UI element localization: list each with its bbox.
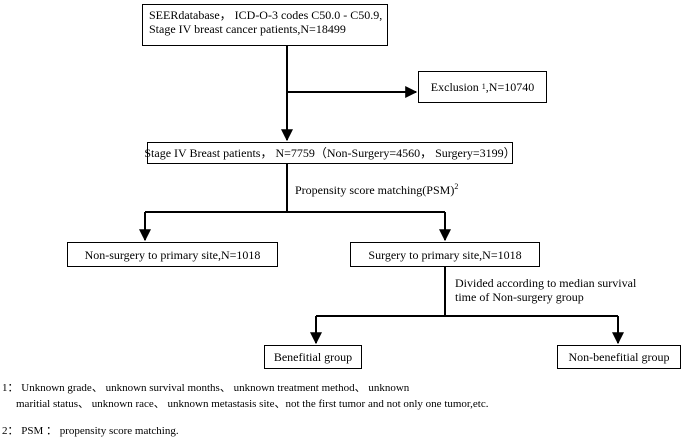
- non-surgery-text: Non-surgery to primary site,N=1018: [84, 247, 261, 262]
- beneficial-box: Benefitial group: [264, 345, 362, 369]
- surgery-text: Surgery to primary site,N=1018: [368, 247, 522, 262]
- exclusion-footnote-marker: 1: [481, 82, 486, 91]
- source-box-line2: Stage IV breast cancer patients,N=18499: [149, 22, 346, 36]
- psm-footnote-marker: 2: [454, 182, 459, 191]
- source-box: SEERdatabase， ICD-O-3 codes C50.0 - C50.…: [142, 4, 388, 46]
- exclusion-label: Exclusion: [430, 80, 479, 94]
- psm-text: Propensity score matching(PSM): [295, 183, 455, 197]
- surgery-box: Surgery to primary site,N=1018: [350, 242, 540, 267]
- non-beneficial-text: Non-benefitial group: [568, 350, 670, 364]
- footnote-1-line2: maritial status、 unknown race、 unknown m…: [16, 398, 489, 410]
- footnote-2: 2： PSM ： propensity score matching.: [2, 425, 179, 437]
- beneficial-text: Benefitial group: [273, 350, 353, 364]
- non-beneficial-box: Non-benefitial group: [557, 345, 681, 369]
- footnote-1-line1: 1： Unknown grade、 unknown survival month…: [2, 382, 410, 394]
- exclusion-count: ,N=10740: [485, 80, 535, 94]
- exclusion-box: Exclusion 1,N=10740: [418, 71, 547, 103]
- divided-line1: Divided according to median survival: [455, 276, 637, 290]
- cohort-text: Stage IV Breast patients， N=7759（Non-Sur…: [144, 146, 516, 160]
- divided-label: Divided according to median survival tim…: [455, 276, 636, 304]
- source-box-line1: SEERdatabase， ICD-O-3 codes C50.0 - C50.…: [149, 8, 383, 22]
- non-surgery-box: Non-surgery to primary site,N=1018: [67, 242, 278, 267]
- cohort-box: Stage IV Breast patients， N=7759（Non-Sur…: [144, 142, 516, 164]
- divided-line2: time of Non-surgery group: [455, 290, 584, 304]
- psm-label: Propensity score matching(PSM)2: [295, 180, 458, 197]
